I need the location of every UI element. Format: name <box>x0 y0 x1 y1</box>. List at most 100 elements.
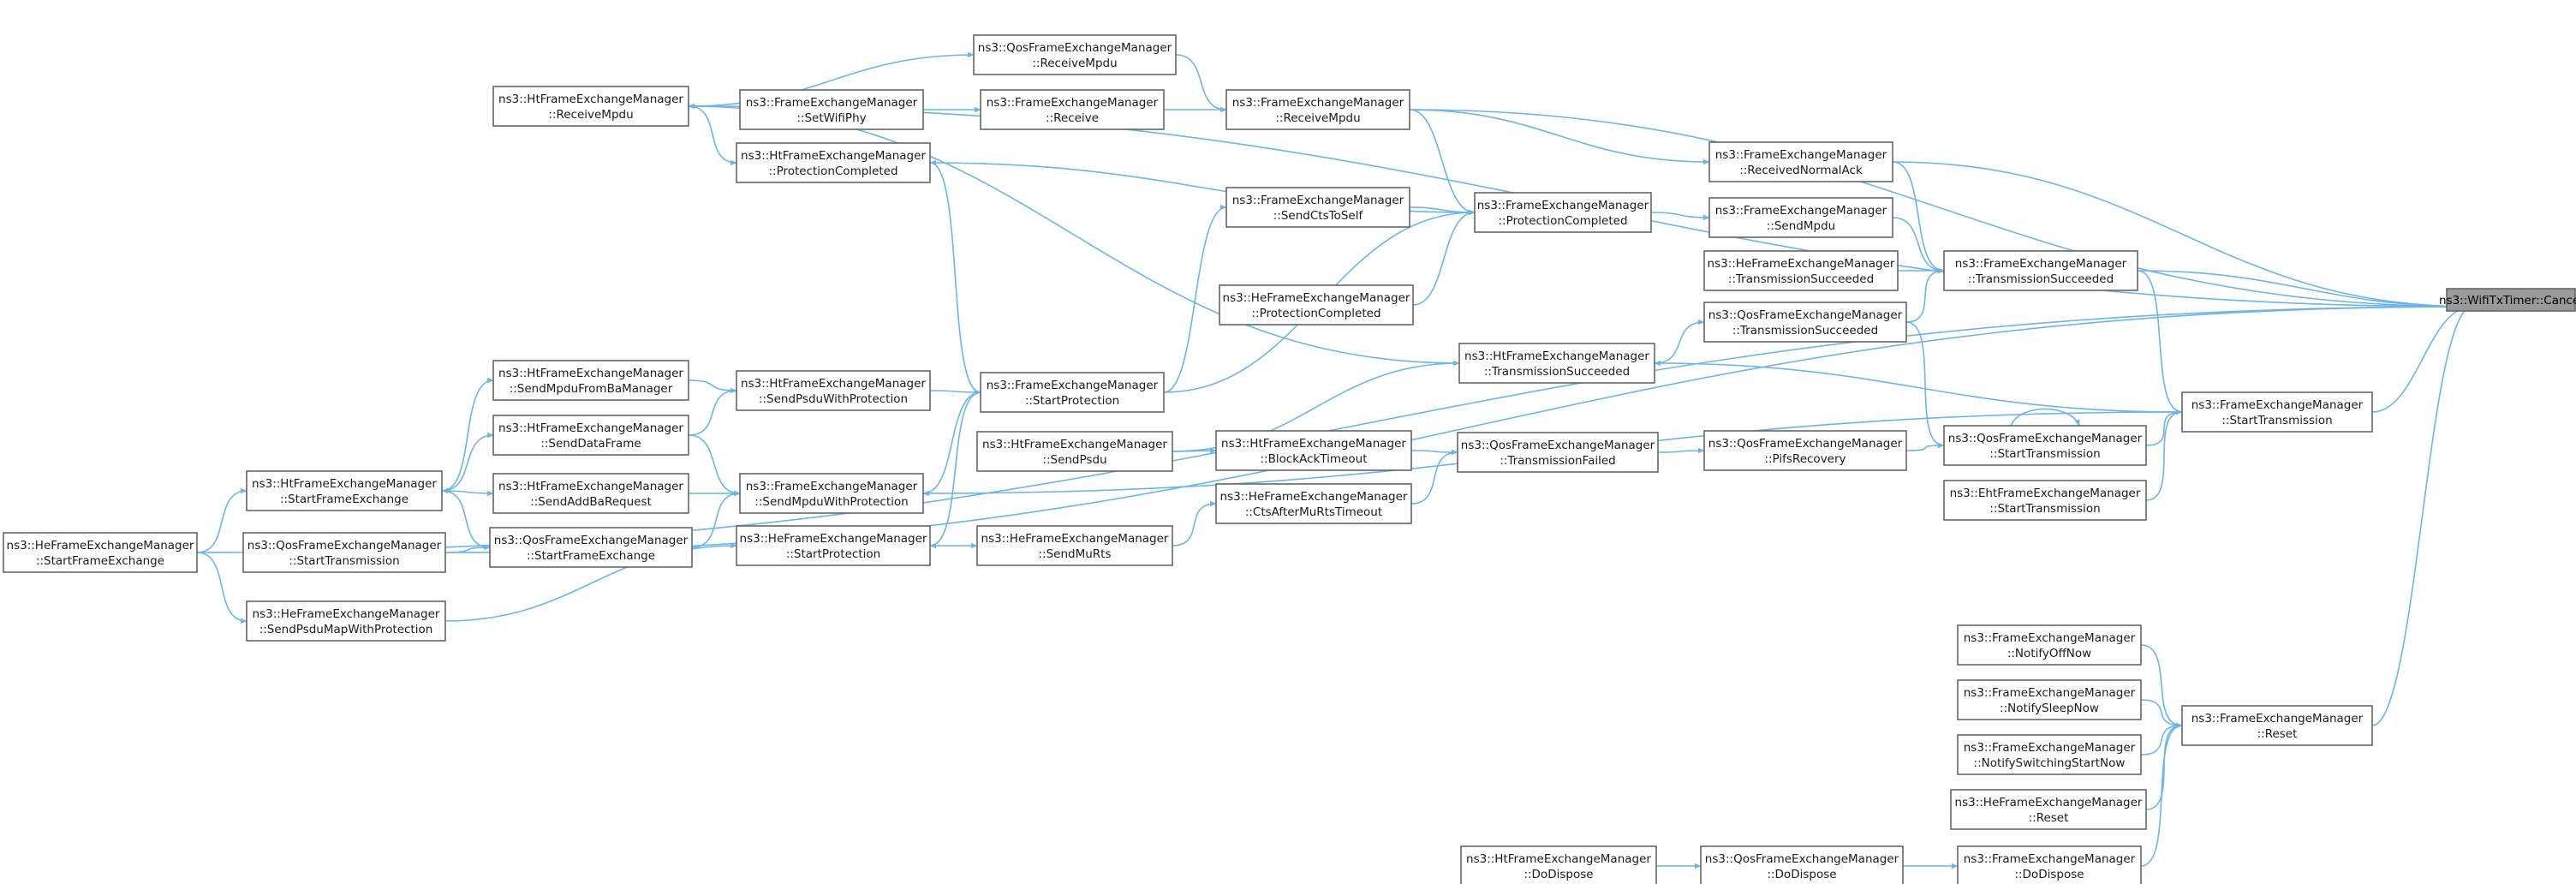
edge-fem_startprot-to-ht_protcomp <box>929 159 981 393</box>
node-ht_protcomp[interactable]: ns3::HtFrameExchangeManager::ProtectionC… <box>736 142 931 183</box>
node-fem_recvnormack[interactable]: ns3::FrameExchangeManager::ReceivedNorma… <box>1708 141 1893 182</box>
edge-fem_recvnormack-to-target <box>1892 161 2473 310</box>
node-label-line2: ::TransmissionSucceeded <box>1484 365 1630 379</box>
node-qos_dodispose[interactable]: ns3::QosFrameExchangeManager::DoDispose <box>1700 845 1904 884</box>
node-label-line2: ::ReceiveMpdu <box>1032 57 1117 70</box>
node-qos_pifs[interactable]: ns3::QosFrameExchangeManager::PifsRecove… <box>1703 430 1907 471</box>
node-label-line2: ::SendMuRts <box>1038 547 1111 561</box>
node-label-line2: ::PifsRecovery <box>1764 452 1846 466</box>
edge-fem_dodispose-to-fem_reset <box>2140 722 2183 867</box>
node-ht_sendpsduwp[interactable]: ns3::HtFrameExchangeManager::SendPsduWit… <box>736 370 931 411</box>
node-label-line1: ns3::HeFrameExchangeManager <box>1708 257 1895 271</box>
node-qos_txfailed[interactable]: ns3::QosFrameExchangeManager::Transmissi… <box>1457 432 1659 473</box>
node-label-line2: ::ReceiveMpdu <box>548 108 633 122</box>
node-he_startprot[interactable]: ns3::HeFrameExchangeManager::StartProtec… <box>736 525 931 566</box>
node-label-line1: ns3::HeFrameExchangeManager <box>253 607 440 621</box>
node-ht_dodispose[interactable]: ns3::HtFrameExchangeManager::DoDispose <box>1460 845 1657 884</box>
node-box <box>489 527 693 568</box>
node-box <box>1457 432 1659 473</box>
node-label-line2: ::DoDispose <box>1767 868 1836 881</box>
node-box <box>492 473 689 514</box>
node-ht_blockack[interactable]: ns3::HtFrameExchangeManager::BlockAckTim… <box>1215 430 1412 471</box>
node-fem_notifyoff[interactable]: ns3::FrameExchangeManager::NotifyOffNow <box>1957 624 2142 666</box>
node-qos_txsucc[interactable]: ns3::QosFrameExchangeManager::Transmissi… <box>1703 302 1907 343</box>
node-qos_starttx[interactable]: ns3::QosFrameExchangeManager::StartTrans… <box>1943 425 2147 466</box>
node-fem_notifyswitch[interactable]: ns3::FrameExchangeManager::NotifySwitchi… <box>1957 734 2142 775</box>
node-fem_notifysleep[interactable]: ns3::FrameExchangeManager::NotifySleepNo… <box>1957 679 2142 720</box>
node-he_reset[interactable]: ns3::HeFrameExchangeManager::Reset <box>1950 789 2147 830</box>
node-ht_sendaddba[interactable]: ns3::HtFrameExchangeManager::SendAddBaRe… <box>492 473 689 514</box>
node-qos_recvmpdu[interactable]: ns3::QosFrameExchangeManager::ReceiveMpd… <box>973 34 1177 75</box>
edge-fem_startprot-to-fem_sendcts <box>1163 204 1227 393</box>
node-he_startfe[interactable]: ns3::HeFrameExchangeManager::StartFrameE… <box>3 532 198 573</box>
node-qos_startfe[interactable]: ns3::QosFrameExchangeManager::StartFrame… <box>489 527 693 568</box>
node-he_protcomp[interactable]: ns3::HeFrameExchangeManager::ProtectionC… <box>1219 284 1414 326</box>
edge-fem_sendmpduwp-to-fem_startprot <box>922 389 981 494</box>
node-label-line2: ::DoDispose <box>1524 868 1593 881</box>
node-fem_txsucc[interactable]: ns3::FrameExchangeManager::TransmissionS… <box>1943 250 2138 291</box>
node-label-line1: ns3::FrameExchangeManager <box>746 96 918 110</box>
node-box <box>2181 705 2373 746</box>
node-ht_senddata[interactable]: ns3::HtFrameExchangeManager::SendDataFra… <box>492 415 689 456</box>
node-label-line2: ::SendPsdu <box>1042 453 1106 467</box>
node-fem_sendmpdu[interactable]: ns3::FrameExchangeManager::SendMpdu <box>1708 197 1893 238</box>
node-label-line1: ns3::HtFrameExchangeManager <box>982 438 1167 451</box>
edge-ht_sendmpdufromba-to-ht_sendpsduwp <box>688 379 737 394</box>
node-label-line1: ns3::EhtFrameExchangeManager <box>1950 487 2141 500</box>
edge-he_sendmurts-to-he_ctsmurts <box>1172 500 1217 547</box>
node-target[interactable]: ns3::WifiTxTimer::Cancel <box>2439 288 2576 312</box>
node-fem_receive[interactable]: ns3::FrameExchangeManager::Receive <box>980 89 1165 130</box>
edge-fem_recvmpdu-to-target <box>1409 109 2473 310</box>
node-box <box>980 89 1165 130</box>
edge-fem_protcomp-to-fem_sendmpdu <box>1650 212 1710 221</box>
node-he_sendpsdumap[interactable]: ns3::HeFrameExchangeManager::SendPsduMap… <box>246 600 446 642</box>
node-box <box>492 360 689 401</box>
node-box <box>736 525 931 566</box>
node-box <box>1460 845 1657 884</box>
node-label-line1: ns3::HeFrameExchangeManager <box>1955 796 2143 809</box>
node-ht_sendmpdufromba[interactable]: ns3::HtFrameExchangeManager::SendMpduFro… <box>492 360 689 401</box>
node-label-line1: ns3::FrameExchangeManager <box>1964 631 2136 645</box>
node-fem_setwifiphy[interactable]: ns3::FrameExchangeManager::SetWifiPhy <box>739 89 924 130</box>
node-fem_recvmpdu[interactable]: ns3::FrameExchangeManager::ReceiveMpdu <box>1225 89 1410 130</box>
node-label-line1: ns3::HtFrameExchangeManager <box>498 480 683 493</box>
node-label-line1: ns3::FrameExchangeManager <box>2191 712 2364 726</box>
node-eht_starttx[interactable]: ns3::EhtFrameExchangeManager::StartTrans… <box>1943 480 2147 521</box>
edge-qos_startfe-to-ht_startfe <box>441 487 491 548</box>
edge-he_reset-to-fem_reset <box>2145 722 2183 810</box>
node-label-line2: ::StartProtection <box>786 547 880 561</box>
node-fem_dodispose[interactable]: ns3::FrameExchangeManager::DoDispose <box>1957 845 2142 884</box>
node-label-line1: ns3::HeFrameExchangeManager <box>1223 291 1410 305</box>
edge-ht_recvmpdu-to-ht_protcomp <box>688 105 737 166</box>
node-label-line1: ns3::HtFrameExchangeManager <box>498 367 683 380</box>
node-fem_sendcts[interactable]: ns3::FrameExchangeManager::SendCtsToSelf <box>1225 187 1410 228</box>
node-fem_startprot[interactable]: ns3::FrameExchangeManager::StartProtecti… <box>980 372 1165 413</box>
node-fem_protcomp[interactable]: ns3::FrameExchangeManager::ProtectionCom… <box>1474 192 1652 233</box>
edge-fem_starttx-to-ht_txsucc <box>1654 360 2183 413</box>
node-label-line1: ns3::HtFrameExchangeManager <box>1464 349 1649 363</box>
node-ht_startfe[interactable]: ns3::HtFrameExchangeManager::StartFrameE… <box>246 470 443 511</box>
node-label-line2: ::StartTransmission <box>1989 447 2100 461</box>
edge-ht_recvmpdu-to-qos_recvmpdu <box>688 51 975 107</box>
node-qos_starttx2[interactable]: ns3::QosFrameExchangeManager::StartTrans… <box>242 532 446 573</box>
node-he_sendmurts[interactable]: ns3::HeFrameExchangeManager::SendMuRts <box>976 525 1173 566</box>
node-fem_sendmpduwp[interactable]: ns3::FrameExchangeManager::SendMpduWithP… <box>739 473 924 514</box>
node-label-line2: ::TransmissionSucceeded <box>1728 272 1874 286</box>
node-box <box>1957 734 2142 775</box>
node-ht_sendpsdu[interactable]: ns3::HtFrameExchangeManager::SendPsdu <box>976 431 1173 472</box>
node-label-line1: ns3::HtFrameExchangeManager <box>498 421 683 435</box>
node-label-line1: ns3::QosFrameExchangeManager <box>1461 439 1655 452</box>
node-label-line2: ::DoDispose <box>2014 868 2084 881</box>
edge-fem_txsucc-to-target <box>2137 270 2473 310</box>
node-fem_reset[interactable]: ns3::FrameExchangeManager::Reset <box>2181 705 2373 746</box>
node-label-line1: ns3::FrameExchangeManager <box>746 480 918 493</box>
edge-qos_startfe-to-fem_sendmpduwp <box>691 490 741 548</box>
node-label-line1: ns3::HeFrameExchangeManager <box>740 532 927 546</box>
node-ht_recvmpdu[interactable]: ns3::HtFrameExchangeManager::ReceiveMpdu <box>492 86 689 127</box>
node-ht_txsucc[interactable]: ns3::HtFrameExchangeManager::Transmissio… <box>1458 343 1655 384</box>
node-he_ctsmurts[interactable]: ns3::HeFrameExchangeManager::CtsAfterMuR… <box>1215 483 1412 524</box>
node-label-line1: ns3::FrameExchangeManager <box>1964 741 2136 755</box>
node-fem_starttx[interactable]: ns3::FrameExchangeManager::StartTransmis… <box>2181 391 2373 433</box>
node-box <box>736 370 931 411</box>
node-he_txsucc[interactable]: ns3::HeFrameExchangeManager::Transmissio… <box>1703 250 1899 291</box>
